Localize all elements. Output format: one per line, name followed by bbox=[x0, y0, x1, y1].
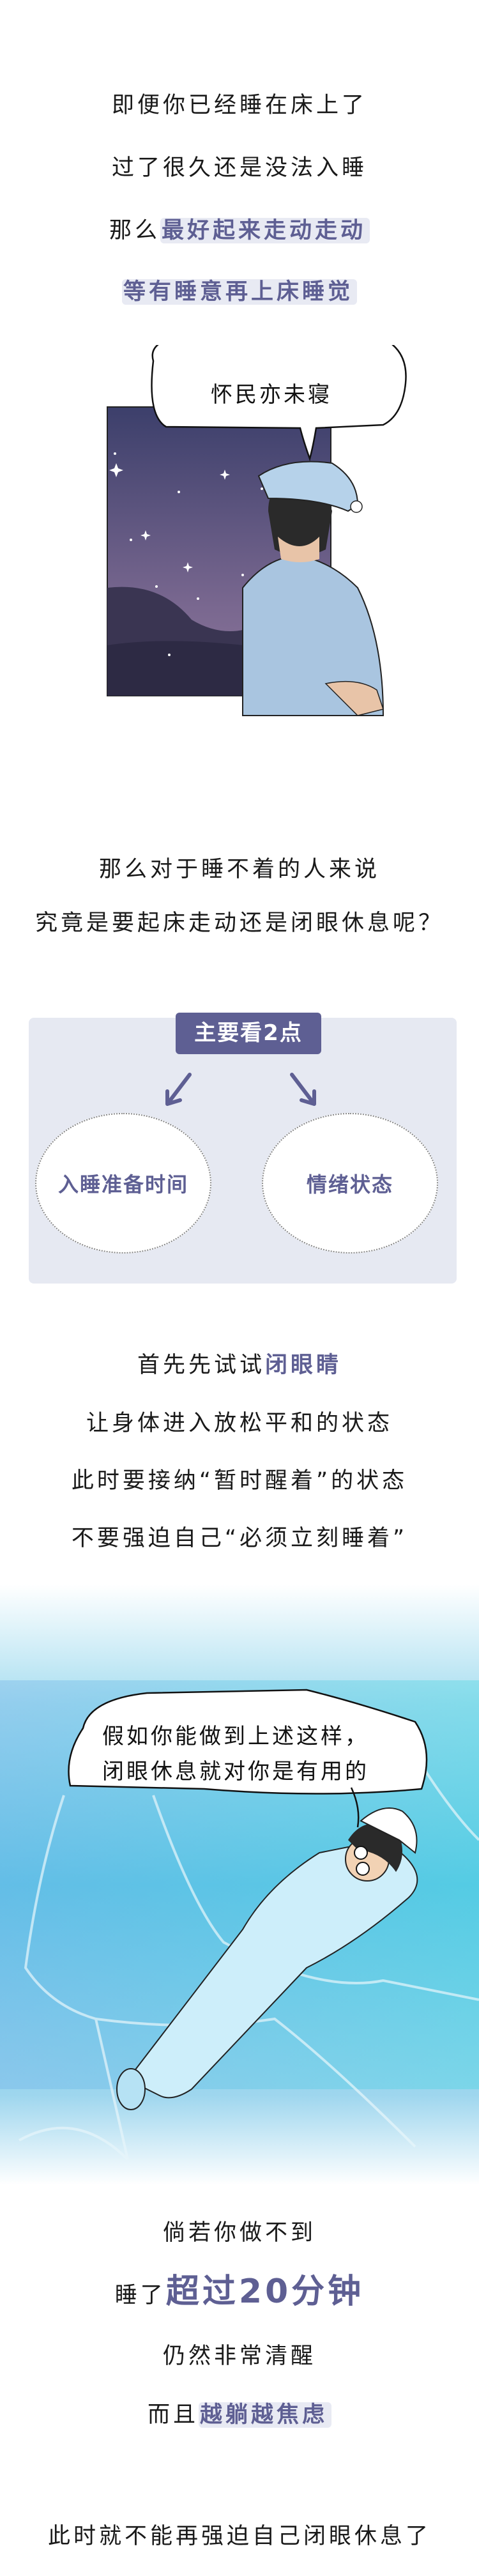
text-line: 首先先试试闭眼睛 bbox=[0, 1349, 479, 1381]
text-line: 让身体进入放松平和的状态 bbox=[86, 1411, 393, 1436]
text-line: 而且越躺越焦虑 bbox=[0, 2399, 479, 2431]
text-line: 仍然非常清醒 bbox=[162, 2343, 316, 2369]
ice-cracks bbox=[19, 1743, 479, 2161]
nightcap bbox=[257, 461, 359, 512]
text-line: 此时要接纳“暂时醒着”的状态 bbox=[71, 1468, 408, 1494]
highlight-text: 等有睡意再上床睡觉 bbox=[121, 279, 357, 305]
speech-bubble bbox=[68, 1689, 428, 1795]
text: 睡了 bbox=[114, 2283, 166, 2308]
speech-text: 怀民亦未寝 bbox=[211, 382, 332, 408]
text-line: 睡了超过20分钟 bbox=[0, 2273, 479, 2312]
text-line: 即便你已经睡在床上了 bbox=[111, 93, 367, 118]
arrow-down-right-icon bbox=[290, 1073, 316, 1106]
point-label: 入睡准备时间 bbox=[57, 1172, 188, 1197]
highlight-text: 最好起来走动走动 bbox=[160, 218, 370, 243]
point-ellipse: 入睡准备时间 bbox=[35, 1113, 211, 1254]
arrows bbox=[165, 1073, 316, 1106]
key-points-tag: 主要看2点 bbox=[176, 1013, 321, 1054]
point-label: 情绪状态 bbox=[306, 1172, 393, 1197]
point-ellipse: 情绪状态 bbox=[262, 1113, 438, 1254]
text-line: 此时就不能再强迫自己闭眼休息了 bbox=[47, 2524, 431, 2549]
text-line: 那么最好起来走动走动 bbox=[0, 215, 479, 247]
text-line: 过了很久还是没法入睡 bbox=[111, 155, 367, 181]
person-lying bbox=[116, 1807, 418, 2110]
text-line: 倘若你做不到 bbox=[162, 2220, 316, 2246]
speech-text: 假如你能做到上述这样， bbox=[102, 1724, 369, 1749]
highlight-text: 闭眼睛 bbox=[265, 1353, 342, 1378]
slipper bbox=[116, 2068, 146, 2110]
highlight-text: 越躺越焦虑 bbox=[199, 2402, 332, 2428]
text-line: 不要强迫自己“必须立刻睡着” bbox=[71, 1526, 408, 1551]
text: 而且 bbox=[147, 2402, 199, 2428]
night-window-illustration bbox=[107, 345, 407, 716]
nightcap bbox=[360, 1807, 418, 1854]
text-line: 究竟是要起床走动还是闭眼休息呢？ bbox=[34, 910, 444, 936]
floating-on-ice-illustration bbox=[0, 1584, 479, 2185]
speech-text: 闭眼休息就对你是有用的 bbox=[102, 1759, 369, 1784]
text-line: 那么对于睡不着的人来说 bbox=[98, 857, 380, 882]
speech-bubble bbox=[151, 345, 407, 462]
arrow-down-left-icon bbox=[165, 1073, 192, 1106]
text: 那么 bbox=[109, 218, 160, 243]
text-line: 等有睡意再上床睡觉 bbox=[0, 276, 479, 308]
person-back bbox=[242, 461, 384, 716]
text: 首先先试试 bbox=[137, 1353, 265, 1378]
highlight-text: 超过20分钟 bbox=[165, 2273, 365, 2311]
stars bbox=[109, 452, 263, 656]
